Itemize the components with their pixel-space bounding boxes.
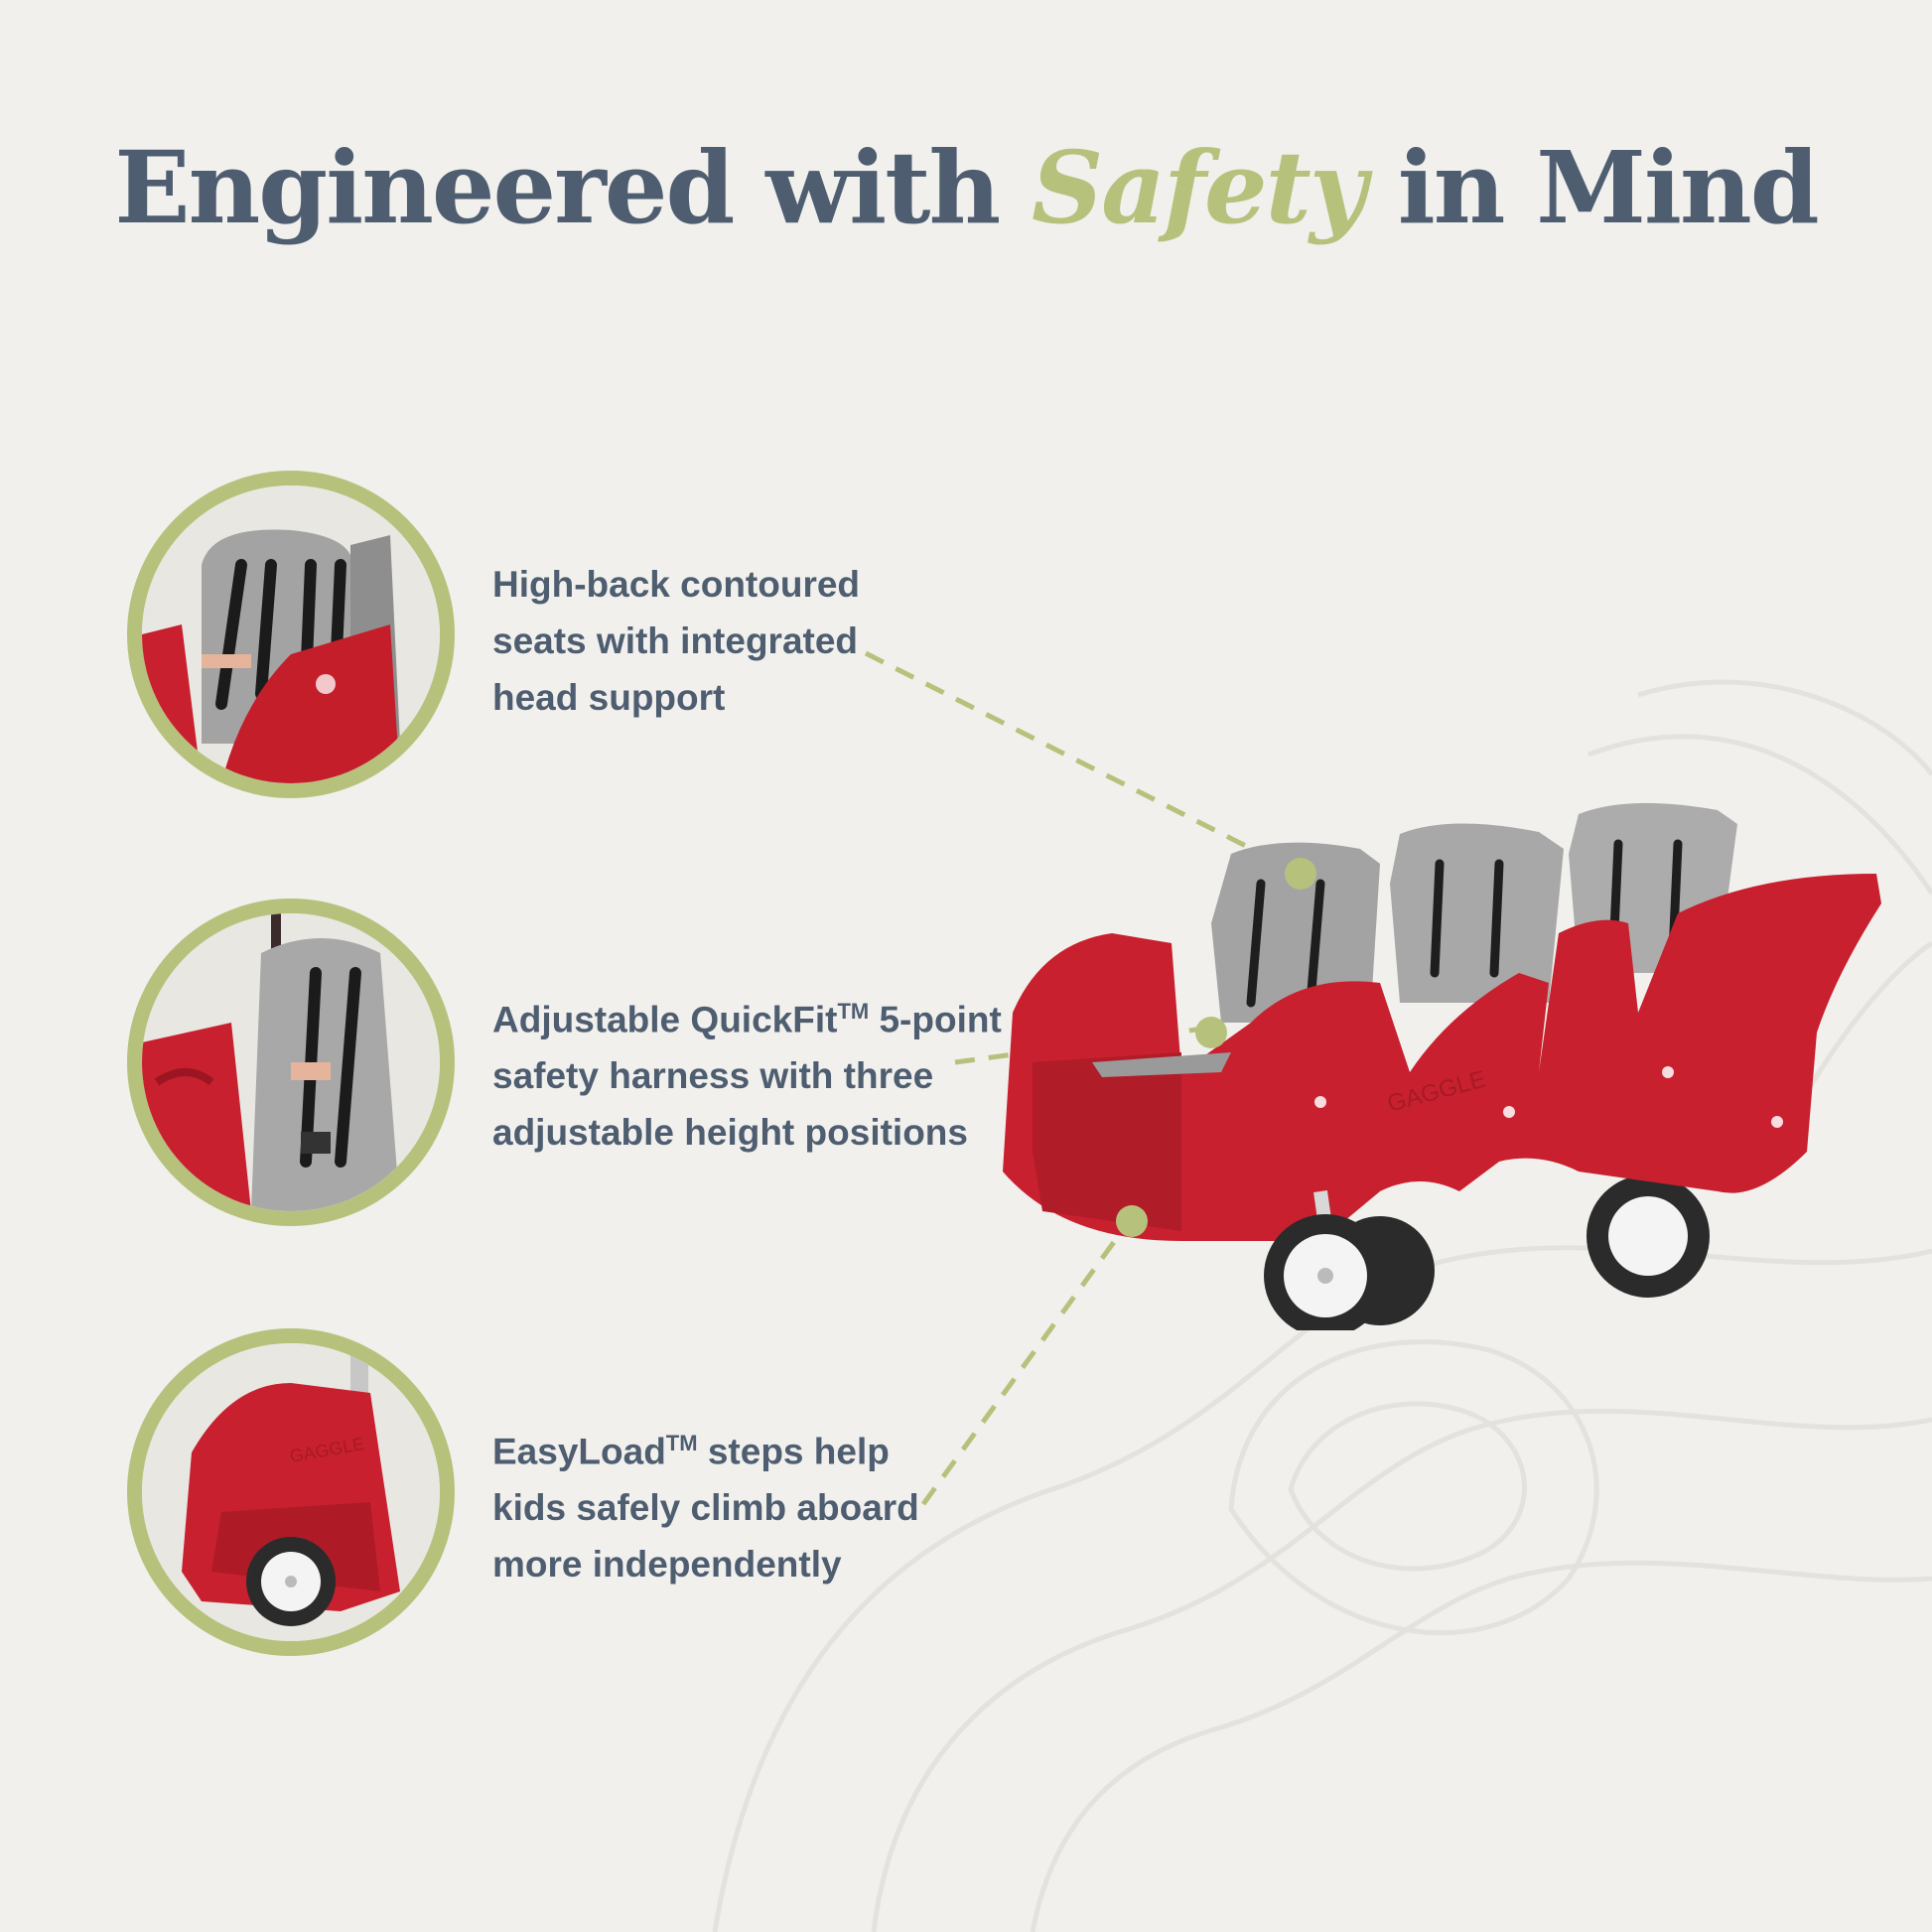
feature-line: High-back contoured xyxy=(492,564,861,605)
easyload-step xyxy=(1033,1052,1181,1231)
title-after: in Mind xyxy=(1397,129,1820,246)
trademark-mark: TM xyxy=(837,999,870,1024)
feature-line: seats with integrated xyxy=(492,621,859,661)
feature-line: more independently xyxy=(492,1544,842,1586)
feature-image-steps: GAGGLE xyxy=(127,1328,455,1656)
stroller-body xyxy=(1003,874,1881,1241)
callout-dot-icon xyxy=(1285,858,1316,890)
feature-line: EasyLoadTM steps help xyxy=(492,1431,890,1472)
feature-text-harness: Adjustable QuickFitTM 5-point safety har… xyxy=(492,983,1002,1161)
feature-text-seats: High-back contoured seats with integrate… xyxy=(492,556,860,726)
title-before: Engineered with xyxy=(114,129,1001,246)
feature-line: safety harness with three xyxy=(492,1055,934,1097)
title-accent: Safety xyxy=(1032,129,1367,246)
stroller-illustration: GAGGLE xyxy=(1003,802,1881,1330)
feature-text-steps: EasyLoadTM steps help kids safely climb … xyxy=(492,1415,919,1592)
callout-dot-icon xyxy=(1195,1017,1227,1048)
feature-line: head support xyxy=(492,677,726,718)
feature-image-seats xyxy=(127,471,455,798)
leader-line-seats xyxy=(864,650,1303,877)
page-title: Engineered with Safety in Mind xyxy=(0,129,1932,246)
feature-line: Adjustable QuickFitTM 5-point xyxy=(492,999,1002,1040)
feature-line: adjustable height positions xyxy=(492,1112,968,1154)
seat xyxy=(1390,823,1564,1003)
leader-line-steps xyxy=(920,1229,1125,1506)
callout-dot-icon xyxy=(1116,1205,1148,1237)
feature-line: kids safely climb aboard xyxy=(492,1487,919,1529)
feature-image-harness xyxy=(127,898,455,1226)
trademark-mark: TM xyxy=(665,1431,698,1455)
